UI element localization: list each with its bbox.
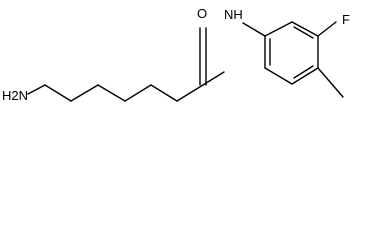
bond-ring-methyl: [317, 67, 344, 98]
bond-n-c6: [27, 84, 46, 95]
bond-ring-f: [317, 21, 337, 37]
ring-bond-2: [291, 21, 319, 37]
ring-bond-5: [264, 67, 293, 85]
amine-label: H2N: [2, 88, 28, 103]
bond-c1-c-carbonyl: [176, 84, 204, 102]
ring-bond-1: [264, 21, 293, 37]
bond-c6-c5: [44, 84, 72, 102]
bond-nh-ring: [242, 22, 266, 37]
bond-c2-c1: [150, 84, 178, 102]
amide-nitrogen-label: NH: [224, 7, 243, 22]
ring-inner-1: [293, 26, 314, 39]
chemical-structure: H2N O NH F: [2, 6, 350, 103]
bond-carbonyl-nh: [202, 71, 225, 86]
bond-c5-c4: [70, 84, 99, 102]
bond-c4-c3: [97, 84, 126, 102]
fluorine-label: F: [342, 12, 350, 27]
ring-bond-4: [291, 67, 319, 85]
bond-c3-c2: [124, 84, 152, 102]
ring-inner-2: [293, 65, 314, 79]
oxygen-label: O: [197, 6, 207, 21]
